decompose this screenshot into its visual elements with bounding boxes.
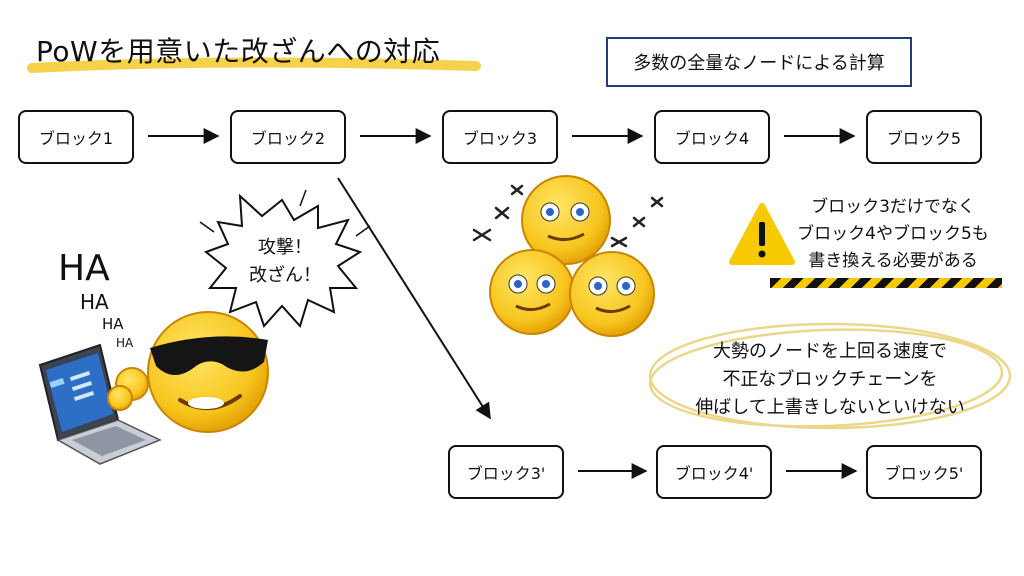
attack-line-2: 改ざん！	[249, 265, 321, 286]
circle-line-2: 不正なブロックチェーンを	[722, 369, 938, 390]
warning-line-1: ブロック3だけでなく	[811, 197, 975, 217]
burst-bubble-icon	[199, 189, 371, 328]
info-box: 多数の全量なノードによる計算	[606, 37, 912, 87]
warning-text: ブロック3だけでなく ブロック4やブロック5も 書き換える必要がある	[788, 194, 998, 275]
fork-block-3: ブロック3'	[448, 445, 564, 499]
attack-line-1: 攻撃！	[258, 237, 312, 258]
block-4: ブロック4	[654, 110, 770, 164]
warning-line-2: ブロック4やブロック5も	[797, 224, 989, 244]
ha-text-4: HA	[116, 336, 134, 350]
block-5: ブロック5	[866, 110, 982, 164]
hazard-stripe	[770, 278, 1002, 288]
circle-line-1: 大勢のノードを上回る速度で	[713, 341, 947, 362]
sunglasses-emoji-icon	[107, 311, 269, 433]
title-underline	[27, 57, 481, 73]
ha-text-2: HA	[80, 290, 109, 314]
block-1: ブロック1	[18, 110, 134, 164]
laptop-icon	[38, 343, 162, 465]
page-title: PoWを用意いた改ざんへの対応	[36, 35, 441, 68]
circle-line-3: 伸ばして上書きしないといけない	[695, 397, 965, 418]
highlight-ellipse	[648, 322, 1012, 430]
warning-icon	[729, 203, 795, 265]
fork-arrow	[337, 177, 491, 420]
block-2: ブロック2	[230, 110, 346, 164]
fork-block-5: ブロック5'	[866, 445, 982, 499]
ha-text-3: HA	[102, 315, 124, 333]
attack-bubble-text: 攻撃！ 改ざん！	[240, 234, 330, 290]
warning-line-3: 書き換える必要がある	[808, 251, 978, 271]
fork-block-4: ブロック4'	[656, 445, 772, 499]
ha-text-1: HA	[58, 248, 110, 289]
circle-note: 大勢のノードを上回る速度で 不正なブロックチェーンを 伸ばして上書きしないといけ…	[660, 338, 1000, 422]
dizzy-emoji-icon	[472, 175, 664, 337]
block-3: ブロック3	[442, 110, 558, 164]
